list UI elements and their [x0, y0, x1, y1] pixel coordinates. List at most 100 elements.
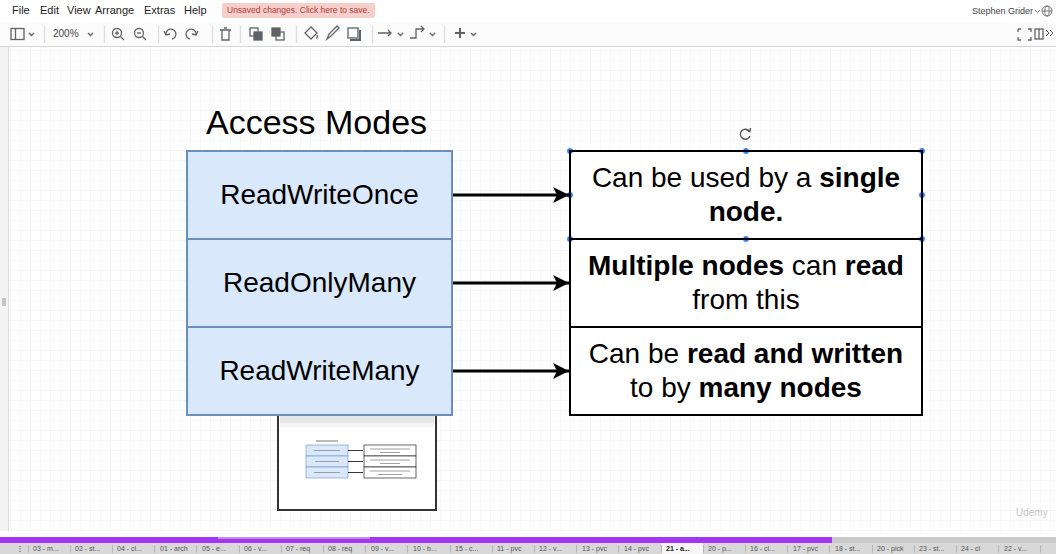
tab-label-box: 17 - pvc: [793, 545, 818, 553]
description-box: Multiple nodes can read from this: [569, 238, 923, 328]
text-run: ReadWriteMany: [219, 355, 419, 386]
menu-item: File: [12, 4, 30, 16]
outline-thumbnail: [380, 463, 400, 464]
outline-thumbnail: [314, 472, 340, 473]
tab-label-box: 13 - pvc: [582, 545, 607, 553]
outline-thumbnail: [378, 474, 402, 475]
tab-label: 09 - v...: [371, 545, 394, 552]
toolbar-icons: [1018, 29, 1031, 40]
menu-item: Help: [184, 4, 207, 16]
tab-menu-dots: [19, 546, 20, 552]
title-text: Access Modes: [206, 103, 427, 141]
text-run: [784, 250, 792, 281]
tab-label: 07 - req: [286, 545, 310, 552]
text-run: single: [819, 162, 900, 193]
outline-thumbnail: [370, 449, 410, 450]
outline-thumbnail: [314, 449, 410, 475]
tab-label-box: 11 - pvc: [497, 545, 521, 553]
side-strip-grip: [3, 298, 5, 306]
toolbar-icons: [212, 26, 213, 43]
tab-label-box: 24 - cl: [961, 545, 980, 553]
tab-label-box: 05 - e...: [202, 545, 226, 553]
text-run: Can: [592, 162, 643, 193]
tab-label-box: 16 - cl...: [750, 545, 775, 553]
text-run: Multiple: [588, 250, 694, 281]
text-run: be: [648, 338, 679, 369]
arrow-connector: [453, 370, 569, 373]
toolbar-icons: [316, 35, 317, 38]
text-run: [682, 162, 690, 193]
text-run: [679, 338, 687, 369]
toolbar-icons: [327, 26, 339, 39]
toolbar-icons: [164, 31, 170, 35]
outline-thumbnail: [278, 414, 436, 510]
toolbar-icons: [1038, 29, 1039, 39]
tab-label: 08 - req: [328, 545, 352, 552]
tab-label: 20 - p...: [708, 545, 732, 552]
tab-label: 02 - st...: [75, 545, 100, 552]
progress-buffer: [218, 537, 370, 539]
tab-label-box: 08 - req: [328, 545, 352, 553]
tab-label: 14 - pvc: [624, 545, 649, 552]
active-tab: [661, 543, 703, 554]
menu-bar: [0, 0, 1056, 22]
tab-label-box: 02 - st...: [75, 545, 100, 553]
tab-label-box: 04 - cl...: [117, 545, 142, 553]
tab-label-box: 06 - v...: [244, 545, 267, 553]
user-name-box: Stephen Grider: [972, 6, 1033, 17]
watermark-box: Udemy: [1016, 507, 1048, 519]
toolbar-icons: [254, 32, 262, 40]
tab-label: 23 - st...: [919, 545, 944, 552]
outline-thumbnail: [348, 451, 363, 473]
access-mode-box: ReadWriteOnce: [186, 150, 453, 240]
toolbar-icons: [104, 26, 105, 43]
tab-label-box: 20 - pick: [877, 545, 903, 553]
outline-thumbnail: [306, 445, 348, 478]
tab-label-box: 15 - c...: [455, 545, 478, 553]
text-run: nodes: [702, 250, 784, 281]
text-run: by: [661, 372, 691, 403]
tab-label-box: 14 - pvc: [624, 545, 649, 553]
mode-description: Can be used by a single node.: [579, 161, 913, 229]
text-run: [694, 250, 702, 281]
menu-item-box: Arrange: [95, 4, 134, 17]
tab-label-box: 09 - v...: [371, 545, 394, 553]
mode-name: ReadWriteOnce: [220, 178, 419, 212]
mode-description: Multiple nodes can read from this: [579, 249, 913, 317]
zoom-level-box: 200%: [53, 28, 79, 40]
outline-thumbnail: [278, 414, 436, 510]
tab-label-box: 10 - b...: [413, 545, 437, 553]
text-run: [653, 372, 661, 403]
text-run: [643, 162, 651, 193]
tab-label: 12 - v...: [539, 545, 562, 552]
text-run: can: [792, 250, 837, 281]
tab-label-box: 18 - st...: [835, 545, 860, 553]
mode-name: ReadWriteMany: [219, 354, 419, 388]
tab-separators: [29, 545, 1041, 553]
toolbar-icons: [296, 26, 297, 43]
text-run: by: [758, 162, 788, 193]
tab-bar: [0, 543, 1056, 554]
toolbar-icons: [350, 30, 360, 40]
arrow-connector: [453, 194, 569, 197]
outline-thumbnail: [315, 461, 339, 462]
toolbar-icons: [276, 32, 284, 40]
tab-label: 11 - pvc: [497, 545, 521, 552]
tab-label: 05 - e...: [202, 545, 226, 552]
text-run: [751, 162, 759, 193]
mode-description: Can be read and written to by many nodes: [579, 337, 913, 405]
toolbar-icons: [158, 26, 159, 43]
text-run: [788, 162, 796, 193]
text-run: from: [692, 284, 748, 315]
tab-label: 20 - pick: [877, 545, 903, 552]
toolbar-icons: [192, 31, 198, 35]
outline-thumbnail: [280, 416, 434, 423]
toolbar-icons: [378, 30, 391, 36]
diagram-title: Access Modes: [206, 102, 427, 143]
toolbar-icons: [471, 33, 476, 36]
tab-label: 24 - cl: [961, 545, 980, 552]
outline-thumbnail: [370, 471, 410, 472]
toolbar-icons: [410, 26, 424, 38]
tab-label: 21 - a...: [666, 545, 690, 552]
toolbar-icons: [348, 28, 358, 38]
